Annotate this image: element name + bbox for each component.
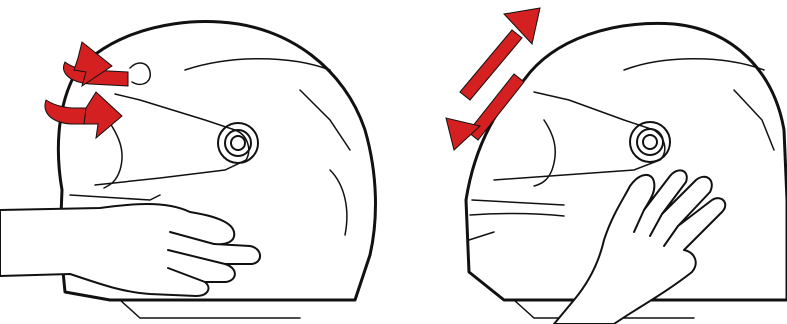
visor-pivot <box>630 122 670 162</box>
rotate-arrows-icon <box>45 42 128 138</box>
visor-pivot <box>218 123 258 163</box>
step-rollback-check-panel <box>394 0 787 324</box>
helmet-rollback-drawing <box>394 0 787 324</box>
step-rotation-check-panel <box>0 0 394 324</box>
helmet-rotation-drawing <box>0 0 394 324</box>
hand-icon <box>0 204 260 296</box>
